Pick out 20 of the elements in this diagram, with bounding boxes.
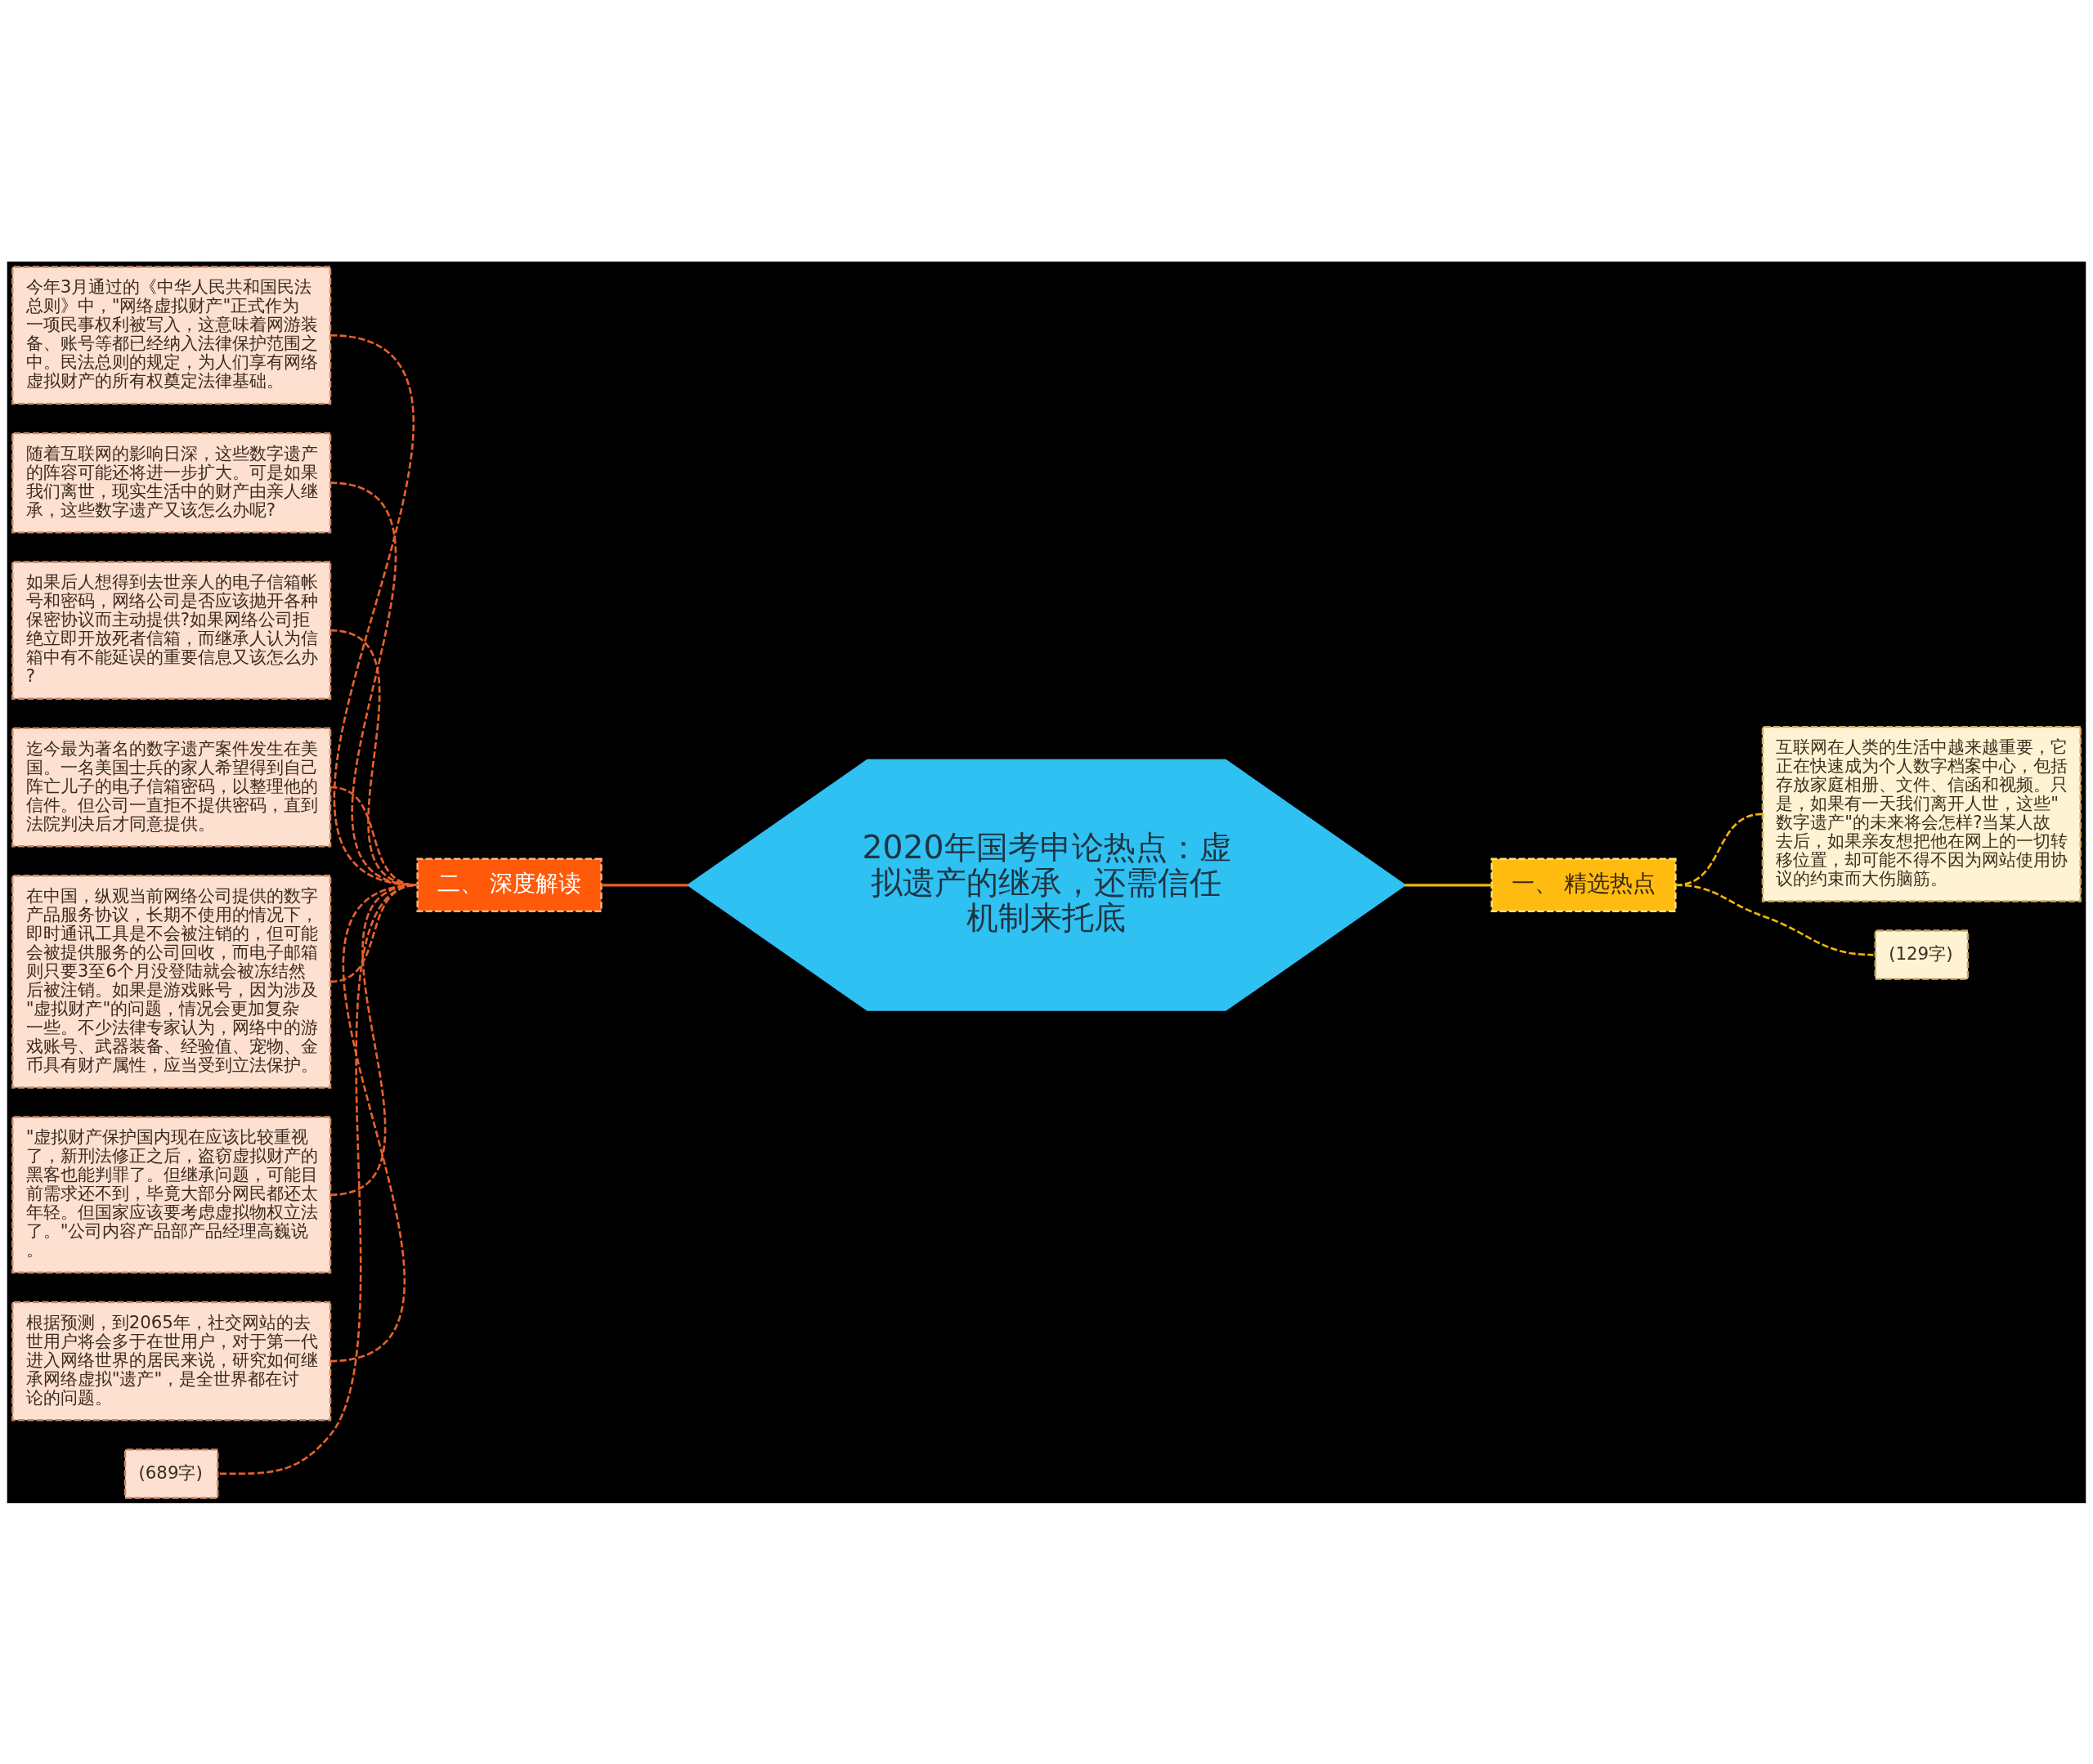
node-box: 在中国，纵观当前网络公司提供的数字产品服务协议，长期不使用的情况下，即时通讯工具是不会被注销的，但可能会被提供服务的公司回收，而电子邮箱则只要3至6个月没登陆就会被冻结然后被注销。如果是游戏账号，因为涉及"虚拟财产"的问题，情况会更加复杂一些。不少法律专家认为，网络中的游戏账号、武器装备、经验值、宠物、金币具有财产属性，应当受到立法保护。 [11, 874, 332, 1089]
connector [1675, 883, 1874, 956]
node-box: 一、 精选热点 [1490, 857, 1677, 912]
connector [329, 481, 418, 886]
connector [219, 884, 419, 1475]
node-box: (689字) [123, 1448, 219, 1499]
connector [1405, 883, 1492, 886]
connector [601, 883, 688, 886]
node-box: 如果后人想得到去世亲人的电子信箱帐号和密码，网络公司是否应该抛开各种保密协议而主动提供?如果网络公司拒绝立即开放死者信箱，而继承人认为信箱中有不能延误的重要信息又该怎么办? [11, 560, 332, 700]
node-box: (129字) [1874, 929, 1970, 980]
node-box: 互联网在人类的生活中越来越重要，它正在快速成为个人数字档案中心，包括存放家庭相册、文件、信函和视频。只是，如果有一天我们离开人世，这些"数字遗产"的未来将会怎样?当某人故去后，如果亲友想把他在网上的一切转移位置，却可能不得不因为网站使用协议的约束而大伤脑筋。 [1761, 725, 2082, 902]
node-box: 今年3月通过的《中华人民共和国民法总则》中，"网络虚拟财产"正式作为一项民事权利被写入，这意味着网游装备、账号等都已经纳入法律保护范围之中。民法总则的规定，为人们享有网络虚拟财产的所有权奠定法律基础。 [11, 265, 332, 405]
connector [329, 629, 418, 886]
connector [329, 334, 418, 886]
connector [329, 786, 418, 886]
node-box: 迄今最为著名的数字遗产案件发生在美国。一名美国士兵的家人希望得到自己阵亡儿子的电子信箱密码，以整理他的信件。但公司一直拒不提供密码，直到法院判决后才同意提供。 [11, 727, 332, 847]
node-box: 二、 深度解读 [416, 857, 603, 912]
node-box: "虚拟财产保护国内现在应该比较重视了，新刑法修正之后，盗窃虚拟财产的黑客也能判罪了。但继承问题，可能目前需求还不到，毕竟大部分网民都还太年轻。但国家应该要考虑虚拟物权立法了。"公司内容产品部产品经理高巍说。 [11, 1115, 332, 1274]
node-box: 根据预测，到2065年，社交网站的去世用户将会多于在世用户，对于第一代进入网络世界的居民来说，研究如何继承网络虚拟"遗产"，是全世界都在讨论的问题。 [11, 1301, 332, 1421]
node-box: 随着互联网的影响日深，这些数字遗产的阵容可能还将进一步扩大。可是如果我们离世，现实生活中的财产由亲人继承，这些数字遗产又该怎么办呢? [11, 432, 332, 534]
